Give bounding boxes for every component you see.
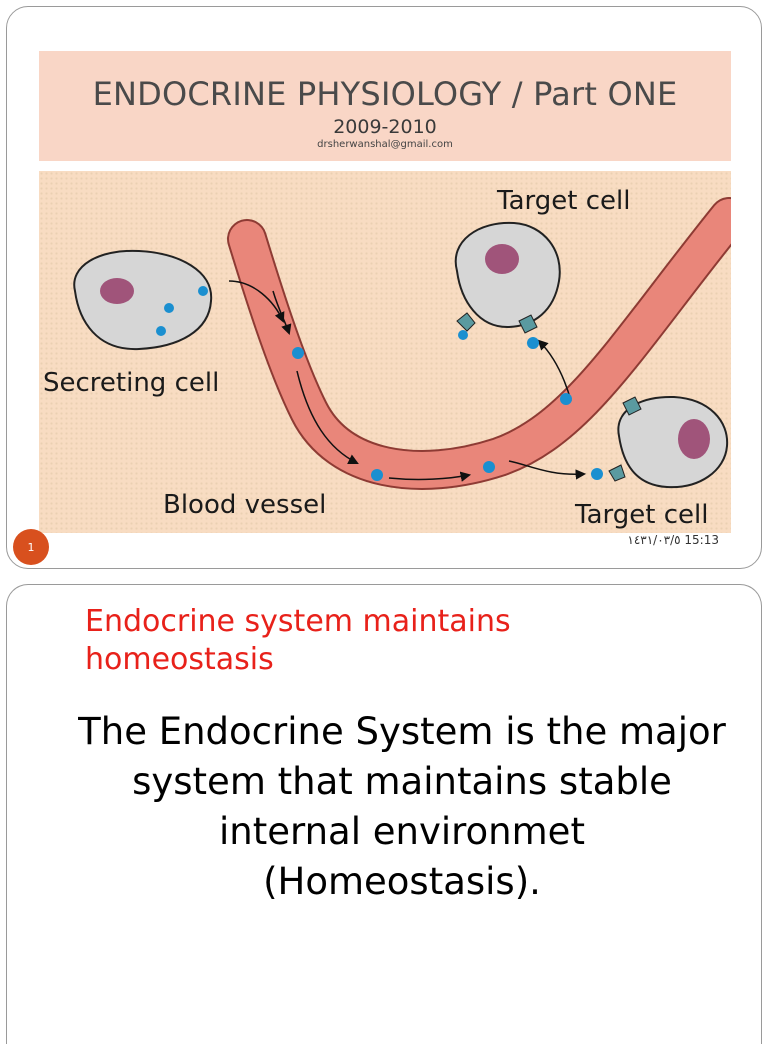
slide-body-text: The Endocrine System is the major system… [78,710,726,903]
target-cell-top [454,221,561,329]
hormone-dot [560,393,572,405]
slide-2: Endocrine system maintains homeostasis T… [6,584,762,1044]
hormone-dot [527,337,539,349]
slide-number-badge: 1 [13,529,49,565]
figure-svg: Target cell Secreting cell Blood vessel … [43,186,731,530]
hormone-dot [371,469,383,481]
receptor [456,312,476,332]
flow-arrow-2 [296,370,359,464]
hormone-dot [458,330,468,340]
slide-title: ENDOCRINE PHYSIOLOGY / Part ONE [92,75,678,113]
receptor [622,396,642,416]
blood-vessel-fill [229,199,731,488]
target-cell-bottom-nucleus [678,419,710,459]
target-cell-top-nucleus [485,244,519,274]
slide-subtitle-year: 2009-2010 [333,116,437,138]
hormone-transport-figure: Target cell Secreting cell Blood vessel … [39,171,731,533]
secreting-cell-nucleus [100,278,134,304]
slide-1: ENDOCRINE PHYSIOLOGY / Part ONE 2009-201… [6,6,762,569]
label-secreting-cell: Secreting cell [43,368,219,398]
hormone-dot [156,326,166,336]
flow-arrow-4 [508,460,587,480]
target-cell-bottom [617,395,729,489]
hormone-dot [198,286,208,296]
slide-date: ١٤٣١/٠٣/٥ 15:13 [627,533,719,547]
label-blood-vessel: Blood vessel [163,490,326,520]
flow-arrow-3 [388,471,472,482]
hormone-dot [483,461,495,473]
title-box: ENDOCRINE PHYSIOLOGY / Part ONE 2009-201… [39,51,731,161]
label-target-cell-top: Target cell [496,186,630,216]
receptor [608,464,626,482]
author-email: drsherwanshal@gmail.com [317,139,453,150]
hormone-dot [591,468,603,480]
label-target-cell-bottom: Target cell [574,500,708,530]
secreting-cell [73,249,213,351]
hormone-dot [164,303,174,313]
slide-heading: Endocrine system maintains homeostasis [85,604,511,677]
receptor [518,314,538,334]
hormone-dot [292,347,304,359]
secretion-arrow [228,280,285,323]
